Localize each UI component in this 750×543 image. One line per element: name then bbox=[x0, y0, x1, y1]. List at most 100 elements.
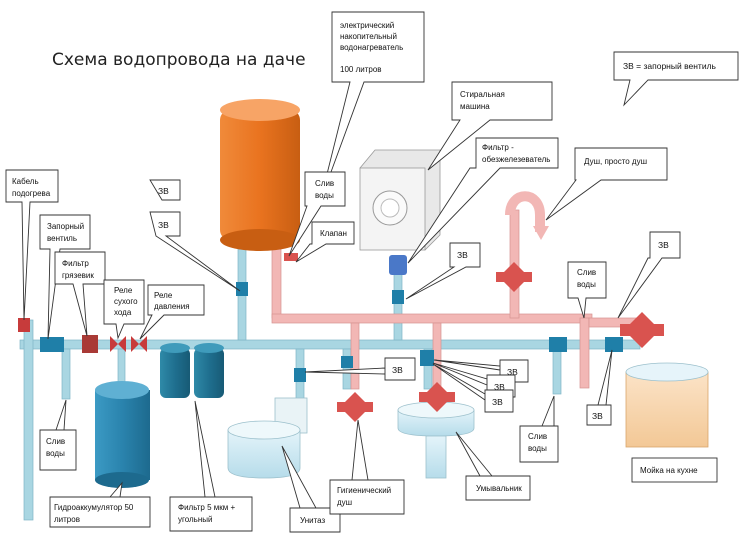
label-drain-heater-1: Слив bbox=[315, 179, 334, 188]
main-hot-pipe bbox=[271, 313, 593, 324]
label-filter-mud-2: грязевик bbox=[62, 271, 94, 280]
label-drain-mid-1: Слив bbox=[528, 432, 547, 441]
label-cable-2: подогрева bbox=[12, 189, 51, 198]
label-heater-4: 100 литров bbox=[340, 65, 382, 74]
label-filter5-2: угольный bbox=[178, 515, 213, 524]
valve-toilet-icon bbox=[294, 368, 306, 382]
label-heater-1: электрический bbox=[340, 21, 394, 30]
label-drain-mid-2: воды bbox=[528, 444, 547, 453]
callout-fine-filter: Фильтр 5 мкм + угольный bbox=[169, 400, 253, 532]
label-shutoff-2: вентиль bbox=[47, 234, 77, 243]
label-relay-pressure-1: Реле bbox=[154, 291, 173, 300]
valve-washer-icon bbox=[392, 290, 404, 304]
label-accumulator-1: Гидроаккумулятор 50 bbox=[54, 503, 134, 512]
callout-relay-pressure: Реле давления bbox=[139, 284, 205, 340]
callout-zv-heater-2: ЗВ bbox=[149, 211, 241, 292]
label-zv-toilet: ЗВ bbox=[392, 365, 403, 375]
hot-drain-pipe bbox=[579, 317, 590, 389]
accumulator-tank bbox=[95, 381, 150, 488]
label-relay-dry-2: сухого bbox=[114, 297, 138, 306]
callout-valve: Клапан bbox=[295, 221, 355, 263]
valve-heater-icon bbox=[236, 282, 248, 296]
label-zv-right-top: ЗВ bbox=[658, 240, 669, 250]
shower-faucet-icon bbox=[496, 262, 532, 292]
sink-cold-pipe bbox=[423, 348, 433, 390]
label-filter5-1: Фильтр 5 мкм + bbox=[178, 503, 235, 512]
label-kitchen: Мойка на кухне bbox=[640, 466, 698, 475]
label-cable-1: Кабель bbox=[12, 177, 39, 186]
callout-zv-heater-1: ЗВ bbox=[149, 179, 181, 201]
label-accumulator-2: литров bbox=[54, 515, 80, 524]
callout-toilet: Унитаз bbox=[281, 445, 341, 533]
label-zv-sink-1: ЗВ bbox=[507, 367, 518, 377]
callout-sink: Умывальник bbox=[455, 431, 531, 501]
label-washer-2: машина bbox=[460, 102, 490, 111]
label-drain-left-2: воды bbox=[46, 449, 65, 458]
kitchen-faucet-icon bbox=[620, 312, 664, 348]
label-valve: Клапан bbox=[320, 229, 347, 238]
callout-kitchen: Мойка на кухне bbox=[631, 457, 718, 483]
callout-iron-filter: Фильтр - обезжелезеватель bbox=[407, 137, 559, 264]
callout-zv-toilet: ЗВ bbox=[304, 357, 416, 381]
shower-head bbox=[505, 191, 545, 232]
label-zv-right-bottom: ЗВ bbox=[592, 411, 603, 421]
incoming-pipe bbox=[23, 319, 34, 521]
label-shutoff-1: Запорный bbox=[47, 222, 84, 231]
label-toilet: Унитаз bbox=[300, 516, 326, 525]
diagram-title: Схема водопровода на даче bbox=[52, 50, 306, 70]
callout-zv-right-bottom: ЗВ bbox=[586, 349, 613, 426]
label-zv-washer: ЗВ bbox=[457, 250, 468, 260]
label-shower: Душ, просто душ bbox=[584, 157, 647, 166]
dry-run-relay-icon bbox=[110, 336, 126, 352]
callout-shutoff: Запорный вентиль bbox=[39, 214, 91, 340]
washer-cold-pipe bbox=[393, 269, 403, 341]
left-drain-pipe bbox=[61, 348, 71, 400]
water-heater bbox=[220, 99, 300, 251]
label-heater-2: накопительный bbox=[340, 32, 397, 41]
label-drain-heater-2: воды bbox=[315, 191, 334, 200]
valve-main-icon bbox=[40, 337, 64, 352]
hygiene-cold-pipe bbox=[342, 348, 352, 390]
sink-faucet-icon bbox=[419, 382, 455, 412]
callout-washer: Стиральная машина bbox=[427, 81, 553, 171]
label-hygiene-2: душ bbox=[337, 498, 352, 507]
label-heater-3: водонагреватель bbox=[340, 43, 403, 52]
legend-callout: ЗВ = запорный вентиль bbox=[613, 51, 739, 107]
kitchen-drain-pipe bbox=[552, 348, 562, 395]
legend-note: ЗВ = запорный вентиль bbox=[623, 61, 717, 71]
label-sink: Умывальник bbox=[476, 484, 522, 493]
pressure-relay-icon bbox=[131, 336, 147, 352]
callout-zv-washer: ЗВ bbox=[405, 242, 481, 300]
fine-filters bbox=[160, 343, 224, 398]
shower-spray-icon bbox=[533, 226, 549, 240]
label-filter-iron-2: обезжелезеватель bbox=[482, 155, 550, 164]
hygiene-faucet-icon bbox=[337, 392, 373, 422]
callout-shower: Душ, просто душ bbox=[545, 147, 668, 221]
label-drain-right-1: Слив bbox=[577, 268, 596, 277]
callout-zv-sink-3: ЗВ bbox=[432, 363, 514, 413]
callout-drain-right: Слив воды bbox=[567, 261, 607, 319]
valve-klapan-icon bbox=[284, 253, 298, 261]
callout-drain-left: Слив воды bbox=[39, 399, 77, 471]
label-relay-dry-3: хода bbox=[114, 308, 132, 317]
callout-mud-filter: Фильтр грязевик bbox=[54, 251, 106, 337]
toilet bbox=[227, 397, 308, 479]
red-faucets bbox=[284, 253, 664, 422]
mud-filter-icon bbox=[82, 335, 98, 353]
callout-cable: Кабель подогрева bbox=[5, 169, 59, 321]
callout-zv-right-top: ЗВ bbox=[617, 231, 681, 319]
accumulator-pipe bbox=[117, 348, 126, 385]
label-hygiene-1: Гигиенический bbox=[337, 486, 391, 495]
kitchen-sink bbox=[625, 362, 709, 448]
label-zv-sink-2: ЗВ bbox=[494, 382, 505, 392]
label-drain-left-1: Слив bbox=[46, 437, 65, 446]
heating-cable-icon bbox=[18, 318, 30, 332]
valve-kitchen-icon bbox=[605, 337, 623, 352]
callout-drain-heater: Слив воды bbox=[288, 171, 346, 257]
valve-sink-icon bbox=[420, 350, 434, 366]
label-filter-mud-1: Фильтр bbox=[62, 259, 89, 268]
label-relay-pressure-2: давления bbox=[154, 302, 190, 311]
callout-drain-mid: Слив воды bbox=[519, 395, 559, 463]
sink-hot-pipe bbox=[432, 322, 442, 390]
